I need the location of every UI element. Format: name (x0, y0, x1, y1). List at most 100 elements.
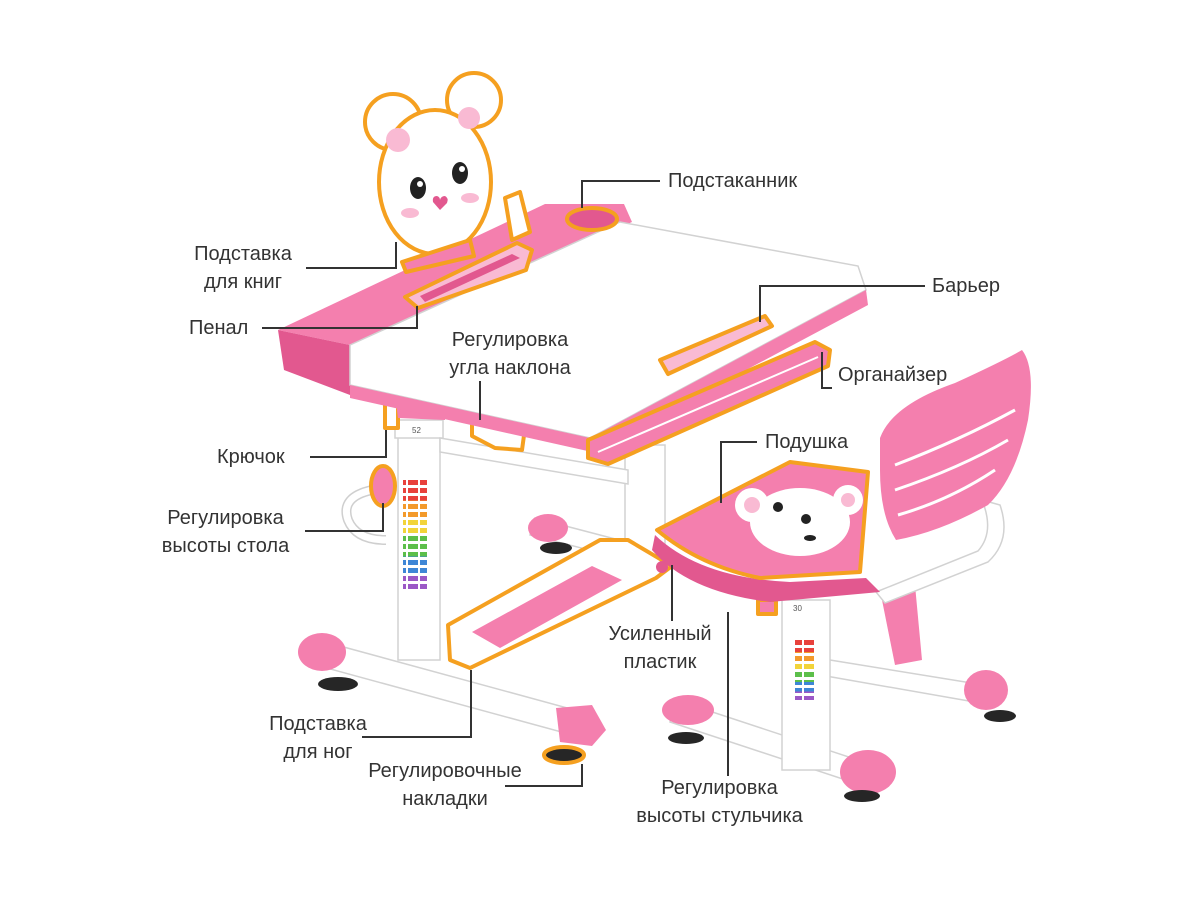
label-cup-holder: Подстаканник (668, 167, 797, 195)
label-tilt-adjust: Регулировка угла наклона (430, 326, 590, 382)
cushion-monkey-right-inner-ear (841, 493, 855, 507)
chair-front-base-cap (840, 750, 896, 794)
chair-right-foot (984, 710, 1016, 722)
label-line: Усиленный (608, 623, 712, 645)
label-reinforced-plastic: Усиленный пластик (592, 620, 728, 676)
label-text: Крючок (217, 446, 285, 468)
cushion-monkey-left-eye (773, 502, 783, 512)
bear-right-cheek (461, 193, 479, 203)
chair-rear-bracket (880, 585, 922, 665)
label-desk-height: Регулировка высоты стола (148, 504, 303, 560)
bear-right-inner-ear (458, 107, 480, 129)
adjusting-pad (542, 745, 586, 765)
label-line: накладки (402, 788, 488, 810)
cushion-monkey-nose (804, 535, 816, 541)
backrest-slot (897, 468, 996, 517)
cushion-monkey-right-eye (801, 514, 811, 524)
label-line: Регулировка (451, 329, 569, 351)
desk-height-scale-grid (403, 478, 427, 590)
chair-back-support (874, 498, 1005, 604)
desk-legs: 52 (341, 393, 666, 661)
leader-lines (262, 180, 925, 787)
label-line: Регулировочные (368, 760, 522, 782)
desk-left-end (278, 330, 350, 395)
desk-front-left-cap (298, 633, 346, 671)
bear-left-eye (410, 177, 426, 199)
bear-nose (432, 196, 448, 210)
desk-front-right-cap (556, 705, 606, 746)
label-line: высоты стола (161, 535, 290, 557)
cup-holder (565, 206, 619, 232)
desk-height-knob (369, 464, 397, 508)
chair-height-scale-grid (795, 640, 815, 700)
leader-line-organizer (821, 352, 832, 389)
chair-left-foot (668, 732, 704, 744)
label-pencil-case: Пенал (189, 314, 248, 342)
chair-left-base-cap (662, 695, 714, 725)
chair: 30 (652, 350, 1031, 802)
label-line: Регулировка (661, 777, 778, 799)
label-book-stand: Подставка для книг (175, 240, 311, 296)
leader-line-cup-holder (581, 180, 660, 208)
footrest-pad (472, 566, 622, 648)
label-cushion: Подушка (765, 428, 848, 456)
label-organizer: Органайзер (838, 361, 947, 389)
label-line: высоты стульчика (636, 805, 803, 827)
desk-back-foot (540, 542, 572, 554)
leader-line-footrest (362, 670, 472, 738)
footrest (446, 538, 674, 670)
label-chair-height: Регулировка высоты стульчика (612, 774, 827, 830)
leader-line-cushion (720, 441, 757, 503)
leader-line-barrier (759, 285, 925, 322)
footrest-knob (656, 561, 668, 573)
leader-line-hook (310, 430, 387, 458)
chair-right-base-bar (825, 659, 991, 705)
chair-column-mark: 30 (793, 604, 802, 613)
chair-backrest (880, 350, 1031, 540)
bear-right-eye-shine (459, 166, 465, 172)
label-line: Подставка (269, 713, 367, 735)
book-stand (363, 71, 532, 274)
desk-front-left-foot (318, 677, 358, 691)
backrest-slot (894, 438, 1009, 492)
label-footrest: Подставка для ног (252, 710, 384, 766)
leader-line-adjust-pads (505, 764, 583, 787)
desk-knob-arm (343, 486, 387, 544)
label-barrier: Барьер (932, 272, 1000, 300)
label-adjust-pads: Регулировочные накладки (352, 757, 538, 813)
label-hook: Крючок (217, 443, 285, 471)
book-stand-ledge (400, 238, 476, 274)
bear-left-inner-ear (386, 128, 410, 152)
cushion-monkey-face (750, 488, 850, 556)
bear-left-cheek (401, 208, 419, 218)
label-line: угла наклона (449, 357, 571, 379)
cushion-monkey-left-inner-ear (744, 497, 760, 513)
leader-line-desk-height (305, 503, 384, 532)
book-stand-right-arm (503, 190, 532, 242)
chair-right-base-cap (964, 670, 1008, 710)
bear-right-eye (452, 162, 468, 184)
chair-height-knob (756, 598, 778, 616)
label-line: Регулировка (167, 507, 284, 529)
desk-back-base-cap (528, 514, 568, 542)
bear-left-eye-shine (417, 181, 423, 187)
leader-line-pencil-case (262, 306, 418, 329)
label-line: для ног (283, 741, 353, 763)
desk-column-mark: 52 (412, 426, 421, 435)
label-line: для книг (204, 271, 282, 293)
backrest-slot (894, 408, 1016, 467)
label-line: пластик (623, 651, 697, 673)
label-text: Пенал (189, 317, 249, 339)
chair-seat-shell (652, 535, 880, 602)
label-text: Подстаканник (668, 170, 798, 192)
label-text: Органайзер (838, 364, 948, 386)
label-text: Подушка (765, 431, 849, 453)
organizer-edge (597, 356, 819, 453)
label-line: Подставка (194, 243, 292, 265)
barrier (658, 314, 774, 376)
pencil-case-groove (420, 254, 520, 302)
desk-crossbar (439, 437, 629, 485)
chair-front-foot (844, 790, 880, 802)
